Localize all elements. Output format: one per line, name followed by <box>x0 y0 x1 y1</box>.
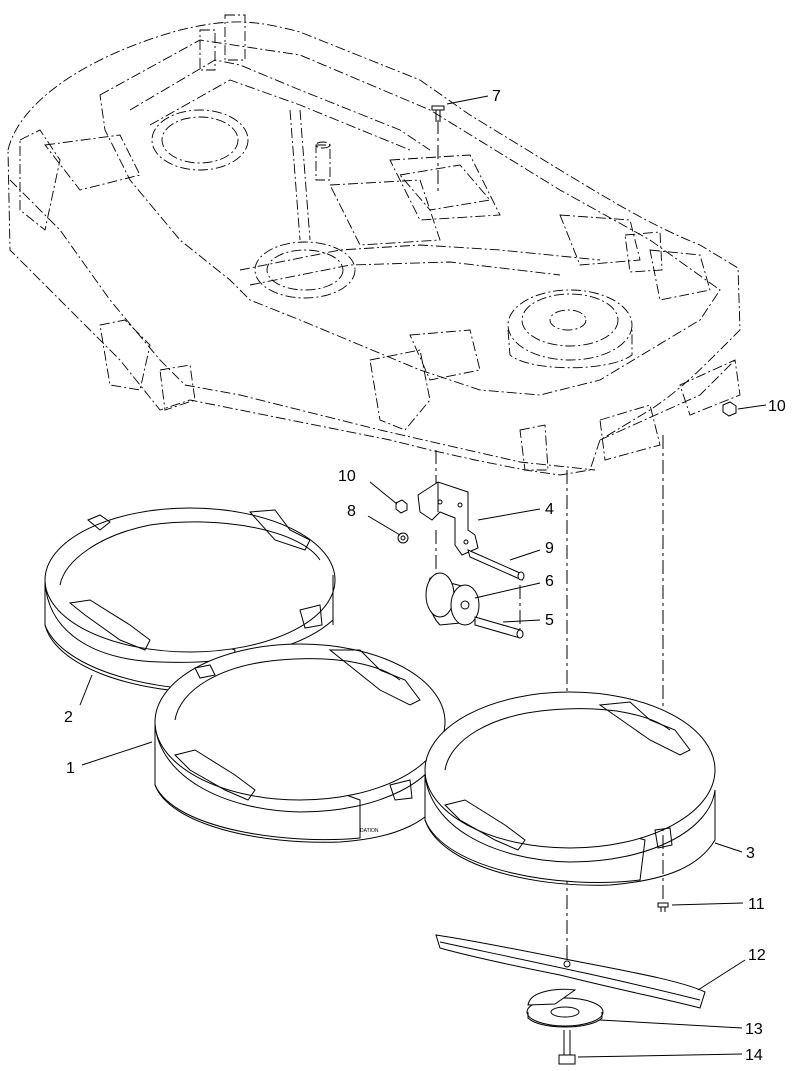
part-10-nut-right <box>722 401 737 417</box>
leader-lines <box>79 95 767 1058</box>
callout-1: 1 <box>66 760 75 777</box>
part-11-bolt <box>657 902 669 912</box>
callout-11: 11 <box>748 896 765 913</box>
part-4-bracket <box>417 481 479 556</box>
part-8-bolt <box>397 532 409 544</box>
callout-14: 14 <box>745 1047 763 1064</box>
callout-5: 5 <box>545 612 554 629</box>
mower-deck-phantom <box>7 14 741 476</box>
callout-12: 12 <box>748 947 766 964</box>
assembly-centerlines <box>435 120 664 965</box>
callout-8: 8 <box>347 503 356 520</box>
part-13-plate <box>526 988 604 1028</box>
callout-10-right: 10 <box>768 398 786 415</box>
callout-13: 13 <box>745 1021 763 1038</box>
callout-labels: 7 10 10 8 4 9 6 5 2 1 3 11 12 13 14 <box>64 88 786 1064</box>
callout-2: 2 <box>64 709 73 726</box>
callout-4: 4 <box>545 501 554 518</box>
part-7-bolt <box>431 105 445 122</box>
part-5-axle <box>474 616 524 639</box>
callout-3: 3 <box>746 845 755 862</box>
part-12-blade <box>435 934 706 1009</box>
callout-9: 9 <box>545 540 554 557</box>
svg-text:DATION: DATION <box>360 828 379 834</box>
part-3-baffle-ring <box>424 691 716 886</box>
part-14-bolt <box>558 1030 576 1065</box>
callout-7: 7 <box>492 88 501 105</box>
callout-10-left: 10 <box>338 468 356 485</box>
part-9-shaft <box>467 549 525 581</box>
callout-6: 6 <box>545 573 554 590</box>
part-1-baffle-ring: DATION <box>154 643 446 843</box>
part-6-roller <box>425 572 480 626</box>
part-10-nut-left <box>395 499 408 514</box>
